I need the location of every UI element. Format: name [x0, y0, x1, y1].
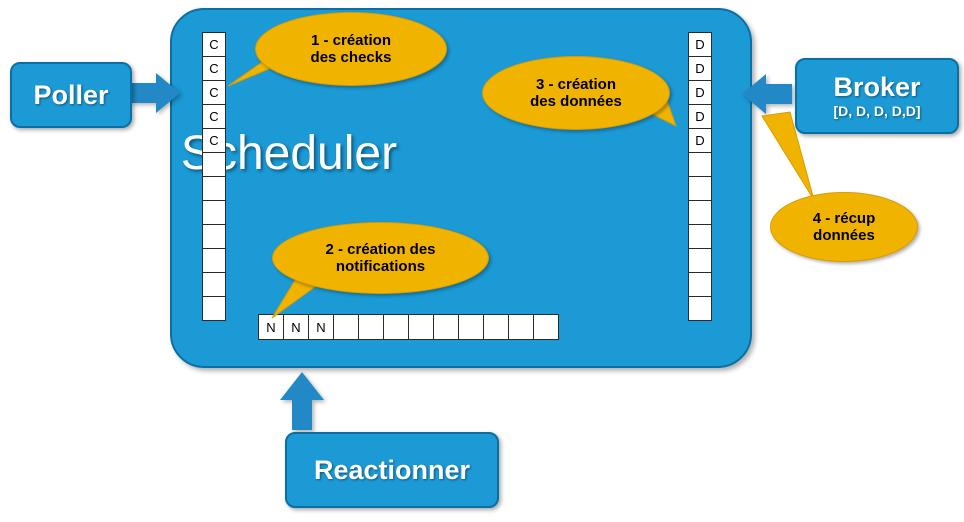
queue-cell: C: [202, 128, 226, 153]
callout2-line1: 2 - création des: [325, 240, 436, 258]
queue-cell: N: [283, 314, 309, 340]
node-reactionner: Reactionner: [285, 432, 499, 508]
notifications-queue: N N N: [258, 314, 559, 340]
queue-cell: D: [688, 128, 712, 153]
queue-cell: [688, 152, 712, 177]
queue-cell: [688, 200, 712, 225]
queue-cell: [688, 224, 712, 249]
callout-creation-des-checks: 1 - création des checks: [255, 12, 447, 86]
queue-cell: [533, 314, 559, 340]
callout1-line1: 1 - création: [310, 31, 391, 49]
queue-cell: C: [202, 32, 226, 57]
queue-cell: [202, 152, 226, 177]
queue-cell: [688, 296, 712, 321]
callout2-line2: notifications: [335, 258, 426, 275]
queue-cell: [202, 296, 226, 321]
queue-cell: [483, 314, 509, 340]
callout-recup-donnees: 4 - récup données: [770, 192, 918, 262]
queue-cell: [433, 314, 459, 340]
queue-cell: [688, 248, 712, 273]
queue-cell: [202, 176, 226, 201]
queue-cell: D: [688, 32, 712, 57]
poller-label: Poller: [33, 79, 109, 110]
queue-cell: C: [202, 104, 226, 129]
scheduler-title: Scheduler: [180, 127, 398, 180]
queue-cell: C: [202, 56, 226, 81]
callout3-line2: des données: [530, 93, 622, 110]
queue-cell: [202, 248, 226, 273]
queue-cell: D: [688, 56, 712, 81]
broker-label: Broker: [833, 72, 921, 103]
reactionner-label: Reactionner: [313, 454, 471, 485]
queue-cell: [508, 314, 534, 340]
queue-cell: [688, 272, 712, 297]
node-poller: Poller: [10, 62, 132, 128]
callout1-line2: des checks: [310, 49, 392, 66]
queue-cell: [383, 314, 409, 340]
queue-cell: [688, 176, 712, 201]
queue-cell: C: [202, 80, 226, 105]
queue-cell: D: [688, 80, 712, 105]
callout4-line2: données: [813, 227, 875, 244]
callout-creation-des-notifications: 2 - création des notifications: [272, 222, 489, 294]
queue-cell: [202, 224, 226, 249]
queue-cell: N: [308, 314, 334, 340]
arrow-reactionner-to-scheduler: [280, 372, 324, 430]
queue-cell: [358, 314, 384, 340]
queue-cell: [408, 314, 434, 340]
queue-cell: N: [258, 314, 284, 340]
checks-queue: C C C C C: [202, 32, 226, 321]
queue-cell: D: [688, 104, 712, 129]
broker-sublabel: [D, D, D, D,D]: [833, 102, 921, 119]
data-queue: D D D D D: [688, 32, 712, 321]
queue-cell: [458, 314, 484, 340]
callout-creation-des-donnees: 3 - création des données: [482, 56, 670, 130]
node-broker: Broker [D, D, D, D,D]: [795, 58, 959, 134]
callout4-line1: 4 - récup: [812, 209, 876, 227]
queue-cell: [202, 200, 226, 225]
callout3-line1: 3 - création: [535, 75, 616, 93]
queue-cell: [333, 314, 359, 340]
queue-cell: [202, 272, 226, 297]
